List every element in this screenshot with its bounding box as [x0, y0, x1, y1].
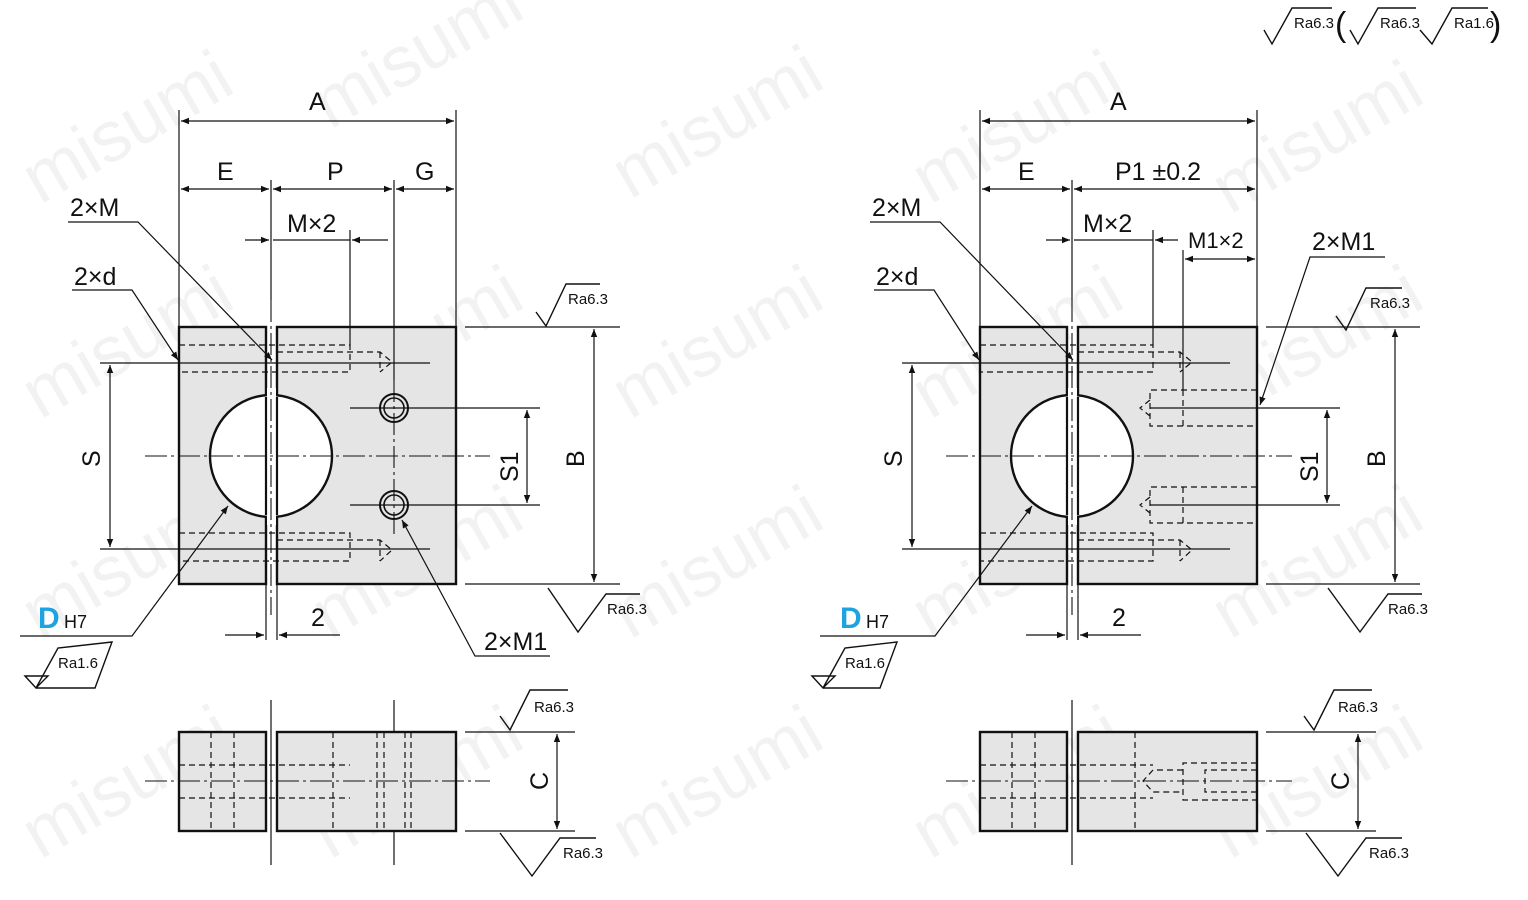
label-bore-tol: H7 [64, 612, 87, 632]
ra-top: Ra6.3 [568, 291, 608, 308]
label-B: B [562, 450, 590, 467]
roughness-symbol-icon [499, 832, 596, 878]
legend-main-ra: Ra6.3 [1294, 15, 1334, 32]
legend-alt1-ra: Ra6.3 [1380, 15, 1420, 32]
leader-2xM1 [1259, 256, 1385, 406]
leader-bore [20, 505, 229, 637]
label-slit-2: 2 [311, 604, 325, 632]
watermark-text: misumi [8, 36, 245, 219]
label-Mx2: M×2 [287, 210, 336, 238]
watermark-text: misumi [598, 251, 835, 434]
legend-open-paren: ( [1335, 6, 1347, 44]
watermark-text: misumi [598, 471, 835, 654]
leader-2xd [874, 289, 980, 361]
watermark-text: misumi [598, 691, 835, 874]
leader-2xM [870, 221, 1074, 361]
left-view: A E P G M×2 2×M 2×d S S1 B 2 2×M1 D H7 R… [20, 88, 647, 878]
ra-bore: Ra1.6 [845, 655, 885, 672]
label-C: C [1327, 772, 1355, 790]
label-2xM: 2×M [872, 194, 921, 222]
roughness-symbol-icon [499, 689, 568, 732]
label-2xM: 2×M [70, 194, 119, 222]
leader-2xM1 [401, 519, 550, 657]
label-S1: S1 [496, 451, 524, 482]
roughness-symbol-icon [1303, 689, 1372, 732]
label-bore-D: D [840, 602, 862, 635]
leader-2xd [72, 289, 179, 361]
label-2xd: 2×d [74, 263, 116, 291]
hidden-screw-hole [980, 344, 1193, 373]
label-E: E [1018, 158, 1035, 186]
label-P1: P1 ±0.2 [1115, 158, 1201, 186]
leader-2xM [68, 221, 273, 361]
label-A: A [1110, 88, 1127, 116]
legend-close-paren: ) [1490, 6, 1501, 44]
label-G: G [415, 158, 434, 186]
watermark-text: misumi [298, 0, 535, 144]
roughness-symbol-icon [535, 283, 600, 328]
ra-side-top: Ra6.3 [1338, 699, 1378, 716]
label-S1: S1 [1296, 451, 1324, 482]
ra-side-top: Ra6.3 [534, 699, 574, 716]
label-E: E [217, 158, 234, 186]
label-C: C [526, 772, 554, 790]
label-S: S [880, 450, 908, 467]
ra-side-bottom: Ra6.3 [563, 845, 603, 862]
leader-bore [820, 505, 1033, 637]
label-P: P [327, 158, 344, 186]
label-S: S [78, 450, 106, 467]
watermark-text: misumi [1198, 46, 1435, 229]
roughness-symbol-icon [1327, 587, 1422, 634]
roughness-symbol-icon [810, 641, 899, 690]
watermark-text: misumi [898, 36, 1135, 219]
ra-bottom: Ra6.3 [607, 601, 647, 618]
label-bore-tol: H7 [866, 612, 889, 632]
hidden-screw-hole [980, 532, 1193, 562]
roughness-symbol-icon [1305, 832, 1402, 878]
roughness-symbol-icon [1349, 7, 1416, 46]
roughness-symbol-icon [23, 641, 114, 690]
label-M1x2: M1×2 [1188, 228, 1244, 253]
watermark-text: misumi [598, 31, 835, 214]
label-2xd: 2×d [876, 263, 918, 291]
legend-alt2-ra: Ra1.6 [1454, 15, 1494, 32]
label-2xM1: 2×M1 [484, 628, 547, 656]
label-B: B [1363, 450, 1391, 467]
ra-bore: Ra1.6 [58, 655, 98, 672]
ra-side-bottom: Ra6.3 [1369, 845, 1409, 862]
hidden-screw-hole [179, 344, 393, 373]
label-2xM1: 2×M1 [1312, 228, 1375, 256]
ra-top: Ra6.3 [1370, 295, 1410, 312]
roughness-symbol-icon [1335, 287, 1402, 332]
label-Mx2: M×2 [1083, 210, 1132, 238]
right-view: A E P1 ±0.2 M×2 M1×2 2×M 2×d 2×M1 S S1 B… [810, 88, 1428, 878]
roughness-symbol-icon [1263, 7, 1332, 46]
hidden-screw-hole [179, 532, 393, 562]
label-slit-2: 2 [1112, 604, 1126, 632]
roughness-symbol-icon [1419, 7, 1488, 46]
label-bore-D: D [38, 602, 60, 635]
roughness-symbol-icon [547, 587, 640, 634]
ra-bottom: Ra6.3 [1388, 601, 1428, 618]
label-A: A [309, 88, 326, 116]
roughness-legend: Ra6.3 ( Ra6.3 Ra1.6 ) [1263, 6, 1501, 46]
